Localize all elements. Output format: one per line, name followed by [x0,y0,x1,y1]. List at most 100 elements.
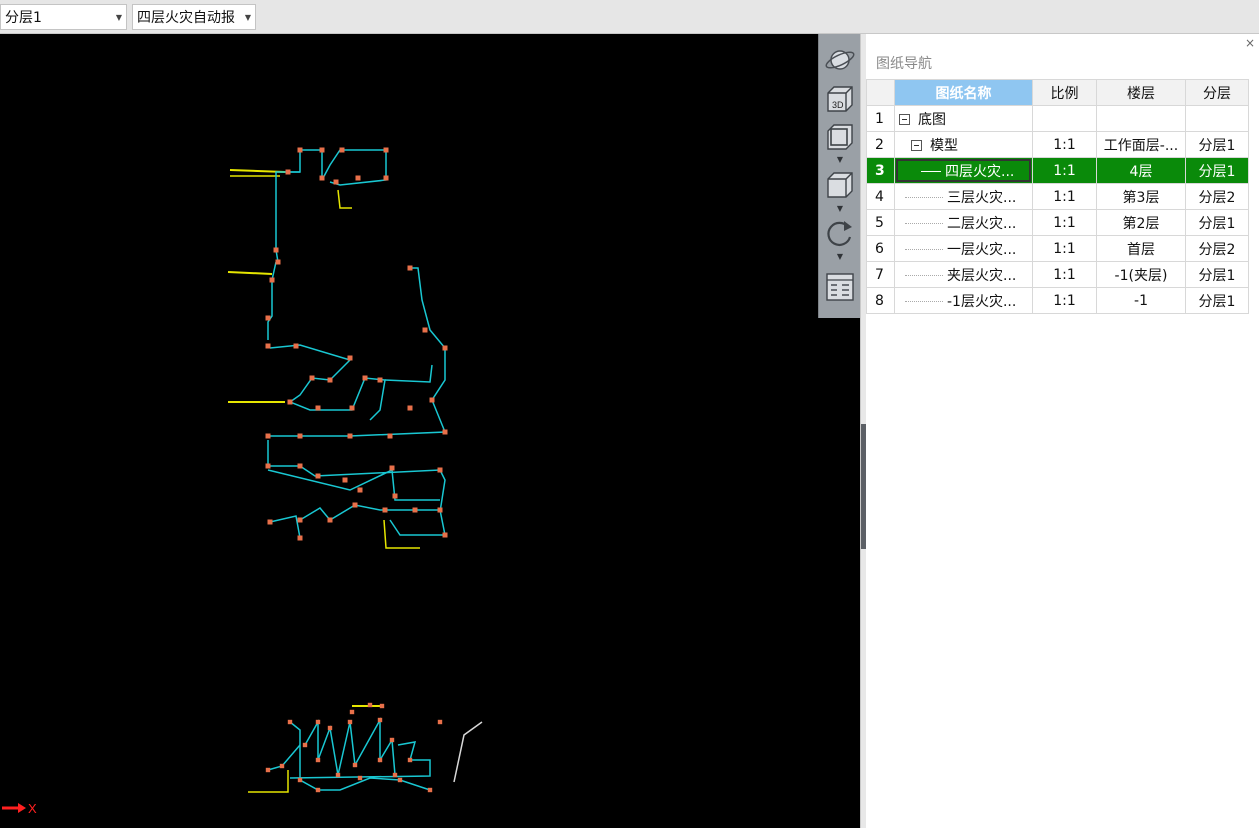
chevron-down-icon[interactable]: ▼ [836,155,844,164]
layer-cell[interactable]: 分层1 [1185,261,1249,288]
floor-cell[interactable]: 首层 [1096,235,1186,262]
cad-device [265,343,271,349]
drawing-name-cell[interactable]: 二层火灾... [894,209,1033,236]
layer-cell[interactable]: 分层2 [1185,235,1249,262]
cad-device [377,717,383,723]
cad-device [442,429,448,435]
drawing-name-cell[interactable]: 四层火灾... [894,157,1033,184]
collapse-icon[interactable] [911,140,922,151]
drawing-name-cell[interactable]: 夹层火灾... [894,261,1033,288]
collapse-icon[interactable] [899,114,910,125]
floor-cell[interactable]: -1(夹层) [1096,261,1186,288]
cad-device [297,517,303,523]
floor-cell[interactable]: 第2层 [1096,209,1186,236]
cad-device [265,433,271,439]
table-row-selected[interactable]: 3 四层火灾... 1:1 4层 分层1 [866,157,1249,184]
floor-cell[interactable]: 第3层 [1096,183,1186,210]
column-header-scale[interactable]: 比例 [1032,79,1097,106]
drawing-name-cell[interactable]: 模型 [894,131,1033,158]
drawing-name-cell[interactable]: 三层火灾... [894,183,1033,210]
cad-device [309,375,315,381]
layer-select[interactable]: 分层1 ▼ [0,4,127,30]
chevron-down-icon[interactable]: ▼ [115,12,123,22]
cad-device [279,763,285,769]
cad-device [437,507,443,513]
cad-device [367,702,373,708]
cad-wire [304,717,396,776]
cad-device [265,767,271,773]
scale-cell[interactable]: 1:1 [1032,287,1097,314]
view-front-icon[interactable] [823,168,857,202]
floor-cell[interactable]: 工作面层-... [1096,131,1186,158]
floor-cell[interactable]: -1 [1096,287,1186,314]
layer-cell[interactable] [1185,105,1249,132]
scale-cell[interactable]: 1:1 [1032,209,1097,236]
scale-cell[interactable]: 1:1 [1032,131,1097,158]
drawing-name-cell[interactable]: -1层火灾... [894,287,1033,314]
cad-device [269,277,275,283]
cad-device [377,757,383,763]
tree-connector [905,223,943,224]
row-number: 6 [866,235,895,262]
table-row[interactable]: 4 三层火灾... 1:1 第3层 分层2 [866,183,1249,210]
scale-cell[interactable]: 1:1 [1032,157,1097,184]
tree-connector [905,197,943,198]
table-row[interactable]: 2 模型 1:1 工作面层-... 分层1 [866,131,1249,158]
drawing-name: -1层火灾... [947,293,1017,310]
cad-device [327,377,333,383]
column-header-floor[interactable]: 楼层 [1096,79,1186,106]
cad-device [315,405,321,411]
chevron-down-icon[interactable]: ▼ [836,252,844,261]
table-row[interactable]: 6 一层火灾... 1:1 首层 分层2 [866,235,1249,262]
table-row[interactable]: 5 二层火灾... 1:1 第2层 分层1 [866,209,1249,236]
cad-device [437,719,443,725]
cad-device [327,517,333,523]
view-toolbar: 3D ▼ ▼ ▼ [818,34,860,318]
column-header-layer[interactable]: 分层 [1185,79,1249,106]
column-header-name[interactable]: 图纸名称 [894,79,1033,106]
chevron-down-icon[interactable]: ▼ [244,12,252,22]
cad-device [315,757,321,763]
cad-device [327,725,333,731]
floor-cell[interactable] [1096,105,1186,132]
scale-cell[interactable]: 1:1 [1032,235,1097,262]
layer-cell[interactable]: 分层2 [1185,183,1249,210]
layer-cell[interactable]: 分层1 [1185,209,1249,236]
cad-device [383,147,389,153]
table-row[interactable]: 7 夹层火灾... 1:1 -1(夹层) 分层1 [866,261,1249,288]
table-row[interactable]: 8 -1层火灾... 1:1 -1 分层1 [866,287,1249,314]
rotate-icon[interactable] [823,216,857,252]
cad-device [297,463,303,469]
scale-cell[interactable]: 1:1 [1032,261,1097,288]
cad-device [397,777,403,783]
cad-device [265,463,271,469]
layer-cell[interactable]: 分层1 [1185,131,1249,158]
scale-cell[interactable] [1032,105,1097,132]
layer-cell[interactable]: 分层1 [1185,157,1249,184]
view-top-icon[interactable] [823,120,857,154]
cad-device [362,375,368,381]
table-row[interactable]: 1 底图 [866,105,1249,132]
floor-cell[interactable]: 4层 [1096,157,1186,184]
close-icon[interactable]: × [1244,36,1255,50]
view-3d-icon[interactable]: 3D [823,82,857,116]
scale-cell[interactable]: 1:1 [1032,183,1097,210]
drawing-name-cell[interactable]: 一层火灾... [894,235,1033,262]
cad-device [407,405,413,411]
row-number: 2 [866,131,895,158]
layer-list-icon[interactable] [823,270,857,304]
orbit-icon[interactable] [823,44,857,76]
chevron-down-icon[interactable]: ▼ [836,204,844,213]
cad-wire [289,721,431,791]
cad-device [287,399,293,405]
cad-device [437,467,443,473]
cad-wire [289,741,431,779]
drawing-select[interactable]: 四层火灾自动报 ▼ [132,4,256,30]
cad-wire [267,261,277,340]
cad-device [275,259,281,265]
drawing-canvas[interactable]: X [0,34,860,828]
panel-splitter[interactable] [860,34,866,828]
splitter-grip[interactable] [861,424,866,549]
layer-cell[interactable]: 分层1 [1185,287,1249,314]
drawing-name-cell[interactable]: 底图 [894,105,1033,132]
